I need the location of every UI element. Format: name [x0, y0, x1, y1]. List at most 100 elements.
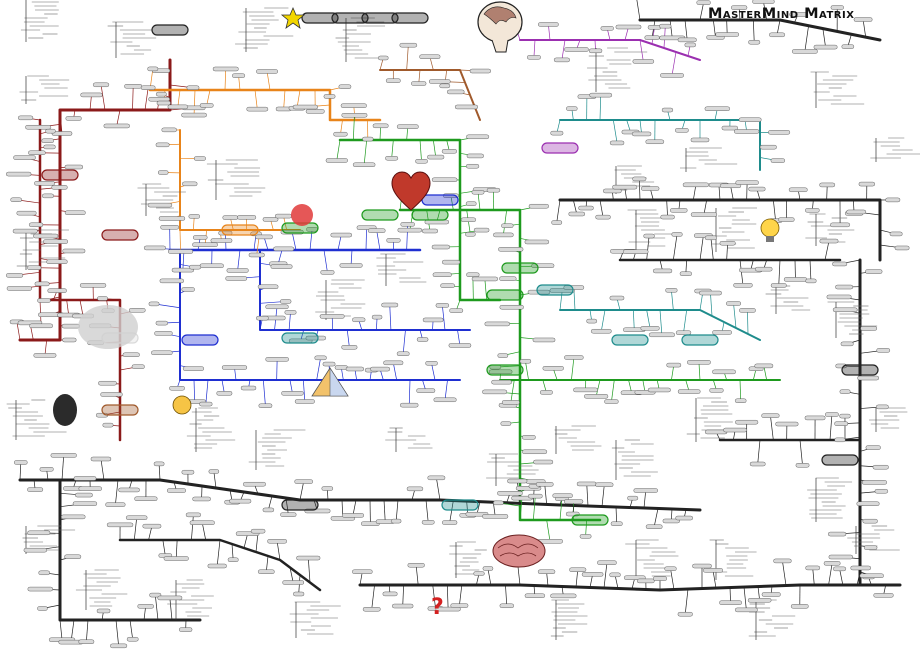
twig-line [503, 209, 508, 235]
twig-line [804, 25, 809, 52]
twig-line [441, 305, 446, 331]
leaf-node [185, 512, 201, 518]
leaf-node [652, 268, 673, 274]
leaf-node [390, 518, 402, 524]
twig-line [812, 567, 815, 586]
leaf-node [181, 287, 195, 292]
twig-line [340, 119, 343, 135]
leaf-node [96, 608, 111, 614]
twig-line [659, 309, 663, 335]
leaf-node [569, 567, 587, 572]
twig-line [484, 278, 488, 301]
twig-line [743, 586, 747, 610]
leaf-node [873, 593, 894, 598]
twig-line [669, 19, 673, 38]
leaf-node [126, 637, 139, 642]
leaf-node [604, 399, 619, 404]
leaf-node [748, 186, 766, 192]
twig-line [132, 86, 134, 111]
twig-line [283, 89, 286, 109]
leaf-node [712, 369, 736, 375]
star-icon [280, 6, 306, 29]
leaf-node [440, 283, 455, 288]
twig-line [192, 216, 195, 231]
pyramid-icon [311, 366, 349, 397]
leaf-node [28, 222, 44, 227]
twig-line [359, 571, 363, 586]
leaf-node [27, 586, 53, 592]
leaf-node [885, 197, 901, 203]
leaf-node [790, 604, 809, 609]
hub-node [441, 499, 479, 511]
leaf-node [804, 415, 826, 421]
leaf-node [466, 134, 490, 139]
leaf-node [671, 232, 683, 237]
twig-line [532, 496, 536, 521]
leaf-node [45, 128, 56, 134]
twig-line [546, 519, 551, 542]
hub-node [536, 284, 574, 296]
leaf-node [600, 26, 614, 31]
lightbulb-icon [760, 218, 780, 242]
leaf-node [192, 242, 218, 247]
twig-line [712, 19, 716, 38]
leaf-node [192, 496, 211, 502]
twig-line [730, 185, 734, 201]
leaf-node [147, 66, 159, 72]
hub-node [486, 289, 524, 301]
branch-line [379, 69, 481, 121]
leaf-node [61, 323, 80, 329]
leaf-node [320, 270, 335, 275]
leaf-node [400, 402, 419, 408]
leaf-node [199, 263, 224, 268]
leaf-node [825, 412, 839, 417]
leaf-node [227, 557, 239, 562]
twig-line [612, 119, 618, 143]
leaf-node [859, 573, 884, 578]
leaf-node [149, 592, 162, 598]
leaf-node [33, 353, 57, 358]
leaf-node [396, 124, 419, 129]
leaf-node [23, 547, 48, 553]
leaf-node [471, 276, 498, 282]
leaf-node [466, 153, 484, 159]
leaf-node [262, 217, 279, 222]
twig-line [752, 19, 755, 43]
leaf-node [876, 404, 889, 410]
twig-line [402, 584, 404, 607]
twig-line [692, 184, 697, 201]
twig-line [449, 500, 454, 523]
leaf-node [834, 437, 846, 443]
leaf-node [232, 73, 246, 78]
leaf-node [280, 512, 297, 517]
leaf-node [665, 288, 678, 293]
leaf-node [221, 365, 248, 370]
twig-line [799, 439, 803, 466]
gray-cloud-icon [78, 305, 138, 349]
leaf-node [832, 307, 858, 312]
leaf-node [161, 127, 177, 133]
twig-line [133, 517, 138, 541]
leaf-node [64, 164, 84, 170]
leaf-node [322, 361, 336, 367]
leaf-node [677, 612, 693, 617]
leaf-node [846, 209, 867, 215]
twig-line [243, 533, 248, 549]
leaf-node [738, 117, 762, 122]
leaf-node [586, 318, 598, 324]
leaf-node [521, 435, 536, 440]
leaf-node [386, 238, 401, 243]
leaf-node [840, 341, 854, 347]
leaf-node [250, 528, 266, 534]
leaf-node [257, 284, 279, 289]
leaf-node [550, 593, 577, 599]
leaf-node [839, 389, 851, 394]
twig-line [266, 71, 271, 91]
leaf-node [151, 350, 173, 355]
leaf-node [532, 337, 556, 343]
twig-line [79, 299, 84, 317]
leaf-node [100, 392, 123, 397]
leaf-node [469, 68, 491, 74]
leaf-node [677, 37, 697, 43]
